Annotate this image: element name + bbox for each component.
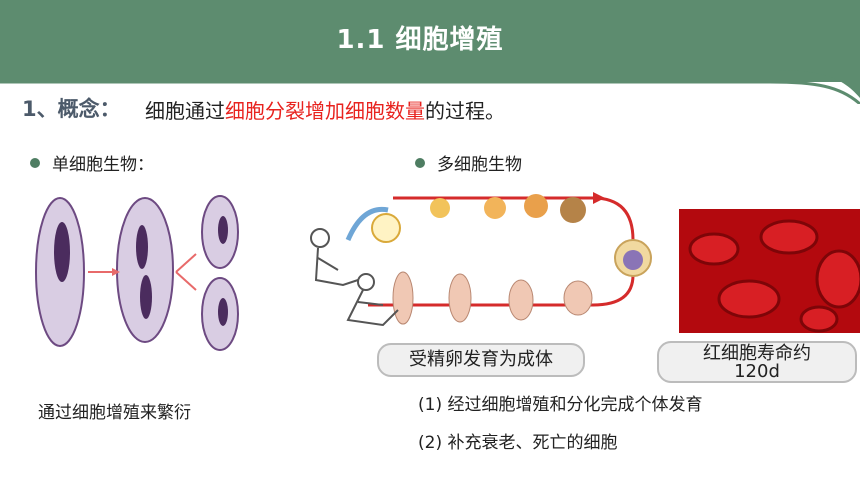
bullet-unicellular-label: 单细胞生物： [52, 155, 154, 175]
caption-rbc-line2: 120d [734, 361, 780, 382]
caption-rbc-lifespan: 红细胞寿命约 120d [657, 341, 857, 383]
caption-zygote-development: 受精卵发育为成体 [377, 343, 585, 377]
caption-rbc-line1: 红细胞寿命约 [703, 343, 811, 364]
bullet-multicellular-label: 多细胞生物 [437, 155, 522, 175]
concept-text-after: 的过程。 [425, 99, 505, 123]
bullet-dot [415, 157, 425, 168]
concept-definition: 细胞通过细胞分裂增加细胞数量的过程。 [145, 95, 505, 124]
caption-unicellular-reproduction: 通过细胞增殖来繁衍 [38, 403, 191, 423]
bullet-multicellular: 多细胞生物 [415, 150, 522, 175]
point-replace-dead-cells: (2) 补充衰老、死亡的细胞 [418, 433, 618, 453]
page-title: 1.1 细胞增殖 [336, 25, 504, 55]
development-cycle-image [310, 192, 652, 327]
point-individual-development: (1) 经过细胞增殖和分化完成个体发育 [418, 395, 703, 415]
paramecium-division-image [35, 195, 239, 351]
red-blood-cell-image [679, 209, 860, 333]
header-curve-decoration [0, 58, 860, 104]
concept-label: 1、概念： [22, 97, 121, 121]
concept-text-before: 细胞通过 [145, 99, 225, 123]
bullet-unicellular: 单细胞生物： [30, 150, 154, 175]
concept-text-highlight: 细胞分裂增加细胞数量 [225, 99, 425, 123]
bullet-dot [30, 157, 40, 168]
